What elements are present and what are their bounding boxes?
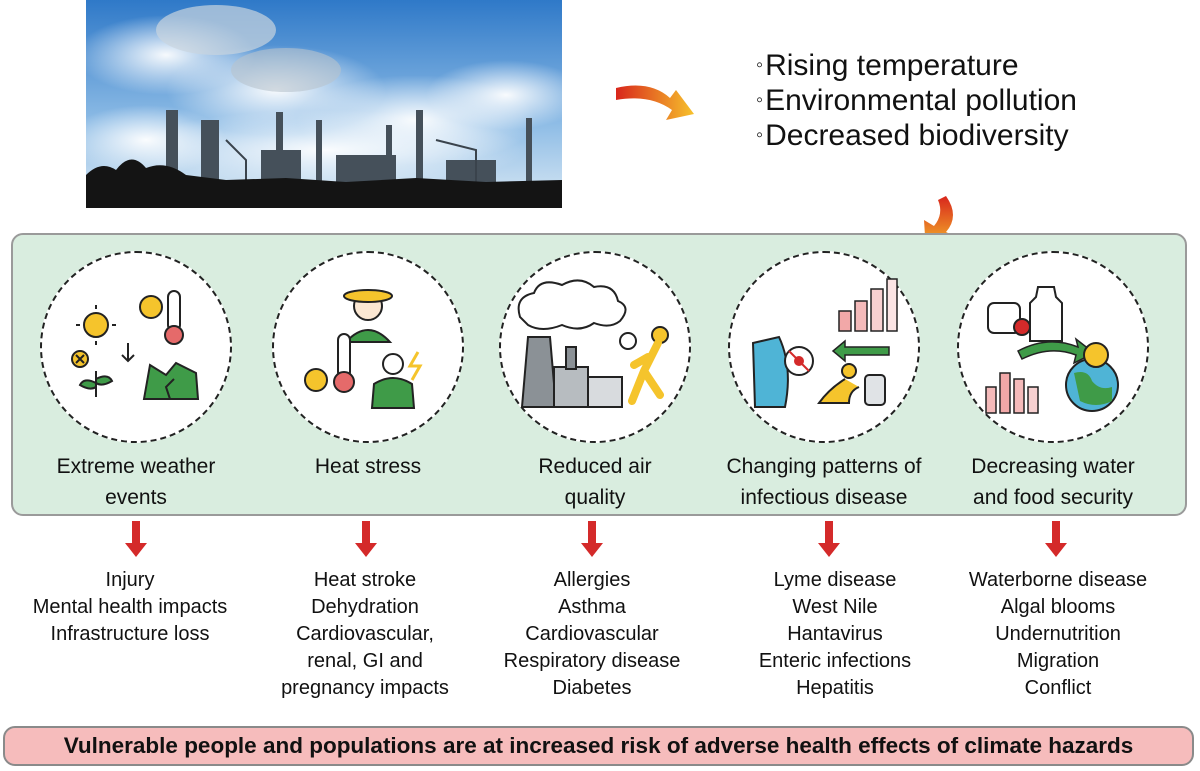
heat-stress-illustration — [272, 251, 464, 443]
curved-arrow-right-icon — [616, 85, 694, 120]
hazard-extreme-weather: Extreme weather events — [31, 251, 241, 513]
vulnerable-populations-banner: Vulnerable people and populations are at… — [3, 726, 1194, 766]
down-arrow-icon — [1045, 521, 1067, 557]
hazard-label: Decreasing water and food security — [971, 455, 1135, 509]
industrial-smokestacks-photo — [86, 0, 562, 208]
climate-change-causes-list: ◦Rising temperature ◦Environmental pollu… — [756, 48, 1077, 153]
hazard-label: Changing patterns of infectious disease — [726, 455, 922, 509]
cause-item: ◦Decreased biodiversity — [756, 119, 1069, 152]
food-water-security-illustration — [957, 251, 1149, 443]
hazard-infectious-disease: Changing patterns of infectious disease — [719, 251, 929, 513]
hazard-label: Heat stress — [314, 455, 422, 478]
air-quality-illustration — [499, 251, 691, 443]
cause-item: ◦Rising temperature — [756, 49, 1019, 82]
hazard-heat-stress: Heat stress — [263, 251, 473, 482]
extreme-weather-illustration — [40, 251, 232, 443]
infectious-disease-illustration — [728, 251, 920, 443]
down-arrow-icon — [125, 521, 147, 557]
hazard-air-quality: Reduced air quality — [490, 251, 700, 513]
health-effects-list: Waterborne disease Algal blooms Undernut… — [968, 569, 1148, 699]
health-effects-list: Heat stroke Dehydration Cardiovascular, … — [281, 569, 449, 699]
hazard-food-water-security: Decreasing water and food security — [948, 251, 1158, 513]
hazard-label: Reduced air quality — [538, 455, 652, 509]
cause-item: ◦Environmental pollution — [756, 84, 1077, 117]
health-effects-list: Allergies Asthma Cardiovascular Respirat… — [503, 569, 681, 699]
hazard-label: Extreme weather events — [56, 455, 216, 509]
health-effects-list: Injury Mental health impacts Infrastruct… — [32, 569, 228, 645]
down-arrow-icon — [355, 521, 377, 557]
health-effects-list: Lyme disease West Nile Hantavirus Enteri… — [758, 569, 912, 699]
down-arrow-icon — [581, 521, 603, 557]
down-arrow-icon — [818, 521, 840, 557]
